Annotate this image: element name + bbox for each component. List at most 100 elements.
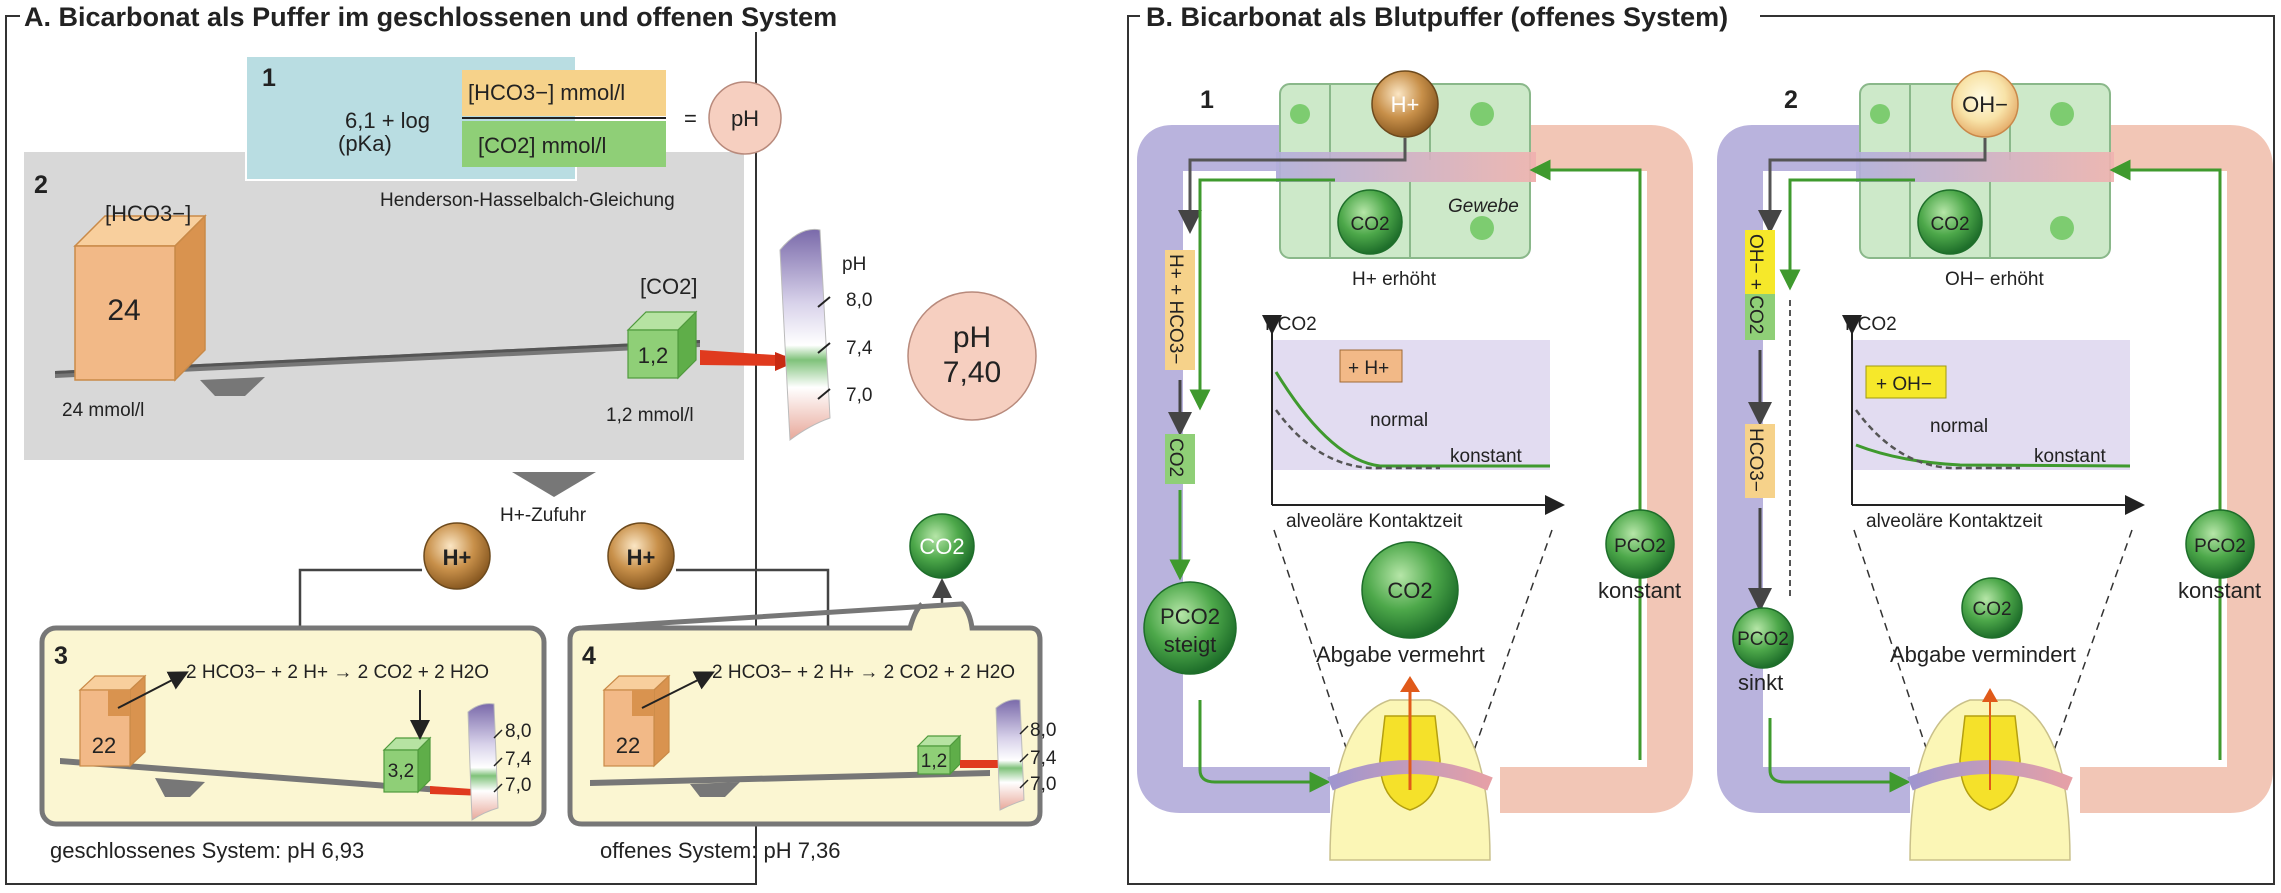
side-label-2a: OH− + CO2	[1745, 234, 1766, 334]
subpanel-4-co2: 1,2	[921, 751, 947, 772]
ph-circle-label: pH	[953, 321, 991, 354]
graph-2-ylabel: PCO2	[1845, 314, 1897, 335]
subpanel-1-number: 1	[262, 64, 276, 92]
h-ion-ball-right: H+	[607, 522, 675, 590]
pk-label: (pKa)	[338, 131, 392, 156]
equation-denominator: [CO2] mmol/l	[478, 133, 606, 158]
equation-numerator: [HCO3−] mmol/l	[468, 80, 625, 105]
h-ion-ball-left: H+	[423, 522, 491, 590]
subpanel-4-caption: offenes System: pH 7,36	[600, 838, 841, 863]
pco2-venous-2: PCO2	[1732, 607, 1794, 669]
panel-a: A. Bicarbonat als Puffer im geschlossene…	[5, 2, 1037, 885]
pco2-curve-oh	[1855, 443, 2131, 468]
co2-lung-1: CO2	[1361, 541, 1459, 639]
hco3-concentration: 24 mmol/l	[62, 400, 144, 421]
co2-tissue-2: CO2	[1917, 189, 1983, 255]
subpanel-3-reaction: 2 HCO3− + 2 H+ → 2 CO2 + 2 H2O	[186, 662, 489, 683]
h-ion-tissue: H+	[1371, 70, 1439, 138]
subpanel-2-number: 2	[34, 171, 48, 199]
graph-2-const: konstant	[2034, 446, 2107, 467]
lung-caption-2: Abgabe vermindert	[1890, 642, 2076, 667]
pco2-arterial-1-label: PCO2	[1614, 536, 1666, 557]
graph-1-normal: normal	[1370, 410, 1428, 431]
pco2-arterial-1: PCO2	[1605, 509, 1675, 579]
lung-1	[1327, 676, 1493, 861]
h-ion-label-right: H+	[627, 545, 656, 570]
hco3-value: 24	[107, 294, 140, 327]
tissue-caption-1: H+ erhöht	[1352, 269, 1437, 290]
co2-tissue-1-label: CO2	[1350, 214, 1389, 235]
down-arrow-icon	[512, 472, 596, 497]
pco2-arterial-1-status: konstant	[1598, 578, 1681, 603]
subpanel-3-tick-80: 8,0	[505, 721, 531, 742]
h-ion-label-left: H+	[443, 545, 472, 570]
pco2-venous-1: PCO2 steigt	[1143, 581, 1237, 675]
subpanel-3-caption: geschlossenes System: pH 6,93	[50, 838, 364, 863]
equation-caption: Henderson-Hasselbalch-Gleichung	[380, 190, 675, 211]
subpanel-3: 3 2 HCO3− + 2 H+ → 2 CO2 + 2 H2O 22 3,2 …	[39, 625, 547, 863]
hco3-label: [HCO3−]	[105, 201, 191, 226]
subpanel-3-tick-70: 7,0	[505, 775, 531, 796]
scale-ph-label: pH	[842, 254, 866, 275]
pco2-arterial-2: PCO2	[2185, 509, 2255, 579]
co2-lung-2-label: CO2	[1972, 599, 2011, 620]
subpanel-4-tick-80: 8,0	[1030, 720, 1056, 741]
subpanel-4: 4 2 HCO3− + 2 H+ → 2 CO2 + 2 H2O 22 1,2 …	[567, 601, 1057, 863]
co2-tissue-1: CO2	[1337, 189, 1403, 255]
oh-ion-tissue: OH−	[1951, 70, 2019, 138]
pco2-venous-1-label: PCO2	[1160, 604, 1220, 629]
h-to-closed-arrow	[290, 568, 422, 658]
h-ion-tissue-label: H+	[1391, 92, 1420, 117]
tissue-label: Gewebe	[1448, 196, 1519, 217]
scale-tick-70: 7,0	[846, 385, 872, 406]
pco2-curve-normal-2	[1854, 409, 2020, 470]
pco2-curve-normal	[1274, 409, 1440, 470]
co2-lung-2: CO2	[1961, 577, 2023, 639]
panel-b-title: B. Bicarbonat als Blutpuffer (offenes Sy…	[1146, 2, 1728, 32]
pco2-venous-2-status: sinkt	[1738, 670, 1783, 695]
subpanel-3-hco3: 22	[92, 733, 116, 758]
lung-caption-1: Abgabe vermehrt	[1316, 642, 1485, 667]
pk-value: 6,1 + log	[345, 108, 430, 133]
circuit-1: 1 Gewebe H+ CO2 H+ erhöht	[1137, 70, 1693, 861]
subpanel-4-tick-70: 7,0	[1030, 774, 1056, 795]
subpanel-3-co2: 3,2	[388, 761, 414, 782]
panel-b: B. Bicarbonat als Blutpuffer (offenes Sy…	[1127, 2, 2275, 885]
ph-circle-value: 7,40	[943, 356, 1001, 389]
graph-2-badge: + OH−	[1876, 374, 1932, 395]
panel-a-title: A. Bicarbonat als Puffer im geschlossene…	[24, 2, 837, 32]
equation-box: 1 6,1 + log (pKa) [HCO3−] mmol/l [CO2] m…	[245, 55, 782, 181]
pco2-venous-1-status: steigt	[1164, 632, 1217, 657]
pco2-arterial-2-label: PCO2	[2194, 536, 2246, 557]
co2-lung-1-label: CO2	[1387, 578, 1432, 603]
subpanel-4-reaction: 2 HCO3− + 2 H+ → 2 CO2 + 2 H2O	[712, 662, 1015, 683]
equation-ph: pH	[731, 106, 759, 131]
co2-ball-out: CO2	[909, 513, 975, 579]
co2-tissue-2-label: CO2	[1930, 214, 1969, 235]
subpanel-4-tick-74: 7,4	[1030, 748, 1057, 769]
co2-value: 1,2	[638, 343, 669, 368]
seesaw-main: [HCO3−] 24 24 mmol/l [CO2] 1,2 1,2 mmol/…	[55, 201, 873, 441]
h-supply-label: H+-Zufuhr	[500, 505, 587, 526]
pco2-graph-2: PCO2 + OH− normal konstant alveoläre Kon…	[1842, 314, 2145, 532]
graph-1-badge: + H+	[1348, 358, 1389, 379]
scale-tick-80: 8,0	[846, 290, 872, 311]
side-label-2b: HCO3−	[1745, 428, 1766, 492]
co2-ball-out-label: CO2	[919, 534, 964, 559]
graph-2-xlabel: alveoläre Kontaktzeit	[1866, 511, 2043, 532]
graph-1-xlabel: alveoläre Kontaktzeit	[1286, 511, 1463, 532]
graph-2-normal: normal	[1930, 416, 1988, 437]
h-to-open-arrow	[676, 568, 838, 658]
subpanel-4-number: 4	[582, 642, 596, 670]
ph-circle	[907, 291, 1037, 421]
side-label-1b: CO2	[1165, 438, 1186, 477]
pco2-venous-2-label: PCO2	[1737, 629, 1789, 650]
subpanel-4-hco3: 22	[616, 733, 640, 758]
circuit-1-number: 1	[1200, 86, 1214, 114]
equation-equals: =	[684, 106, 697, 131]
pco2-graph-1: PCO2 + H+ normal konstant alveoläre Kont…	[1262, 314, 1565, 532]
pco2-curve-h	[1274, 371, 1550, 468]
tissue-caption-2: OH− erhöht	[1945, 269, 2044, 290]
co2-concentration: 1,2 mmol/l	[606, 405, 694, 426]
